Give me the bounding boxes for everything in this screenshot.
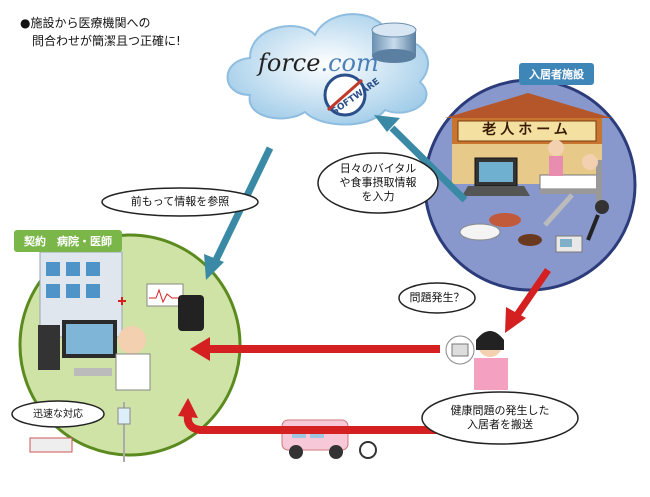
intro-line2: 問合わせが簡潔且つ正確に! [32, 34, 181, 48]
nursing-home-sign: 老人ホーム [482, 122, 572, 138]
bubble-vitals-text: 日々のバイタル や食事摂取情報 を入力 [318, 162, 438, 204]
cloud-brand-suffix: .com [320, 49, 379, 77]
bubble-vitals-line3: を入力 [361, 190, 395, 203]
iv-stand-icon [117, 402, 131, 462]
laptop-icon [462, 157, 530, 196]
arrow-transport-to-hospital [178, 398, 448, 434]
hospital-call-target-icon [445, 335, 475, 365]
bubble-transport-text: 健康問題の発生した 入居者を搬送 [422, 404, 578, 432]
facility-label: 入居者施設 [519, 63, 594, 85]
bubble-reference [101, 187, 259, 217]
bubble-transport-line1: 健康問題の発生した [450, 404, 550, 417]
intro-text: ●施設から医療機関への 問合わせが簡潔且つ正確に! [20, 14, 181, 50]
meal-icon [459, 213, 542, 246]
intro-line1: 施設から医療機関への [30, 16, 151, 30]
intro-bullet: ● [20, 16, 31, 30]
staff-calling-icon [474, 331, 508, 390]
bubble-problem [398, 282, 476, 314]
bubble-rapid-text: 迅速な対応 [33, 409, 83, 420]
bubble-transport-line2: 入居者を搬送 [467, 418, 533, 431]
bubble-vitals [317, 152, 439, 214]
bubble-problem-text: 問題発生？ [409, 291, 465, 304]
hospital-label: 契約 病院・医師 [14, 230, 122, 252]
doctor-icon [115, 326, 151, 391]
arrow-facility-to-cloud [374, 115, 468, 203]
microphone-icon [586, 200, 609, 241]
ambulance-icon [281, 419, 377, 459]
bed-with-resident-icon [539, 140, 602, 205]
cloud-brand-logo: force.com [258, 50, 379, 76]
arrow-facility-to-problem [505, 268, 551, 333]
desktop-computer-icon [38, 320, 117, 376]
bubble-vitals-line1: 日々のバイタル [339, 162, 417, 175]
arrow-call-to-hospital [190, 337, 440, 361]
phone-device-icon [178, 295, 204, 331]
cloud-brand-prefix: force [258, 49, 321, 77]
bubble-reference-text: 前もって情報を参照 [130, 195, 230, 208]
ecg-chart-icon [146, 283, 184, 307]
blood-pressure-monitor-icon [555, 235, 583, 253]
thermometer-icon [543, 193, 574, 227]
database-icon [371, 22, 417, 63]
bubble-rapid [11, 400, 105, 428]
medicine-pills-icon [29, 437, 73, 453]
bubble-transport [421, 391, 579, 445]
software-seal-icon [323, 73, 367, 117]
bubble-vitals-line2: や食事摂取情報 [339, 176, 417, 189]
